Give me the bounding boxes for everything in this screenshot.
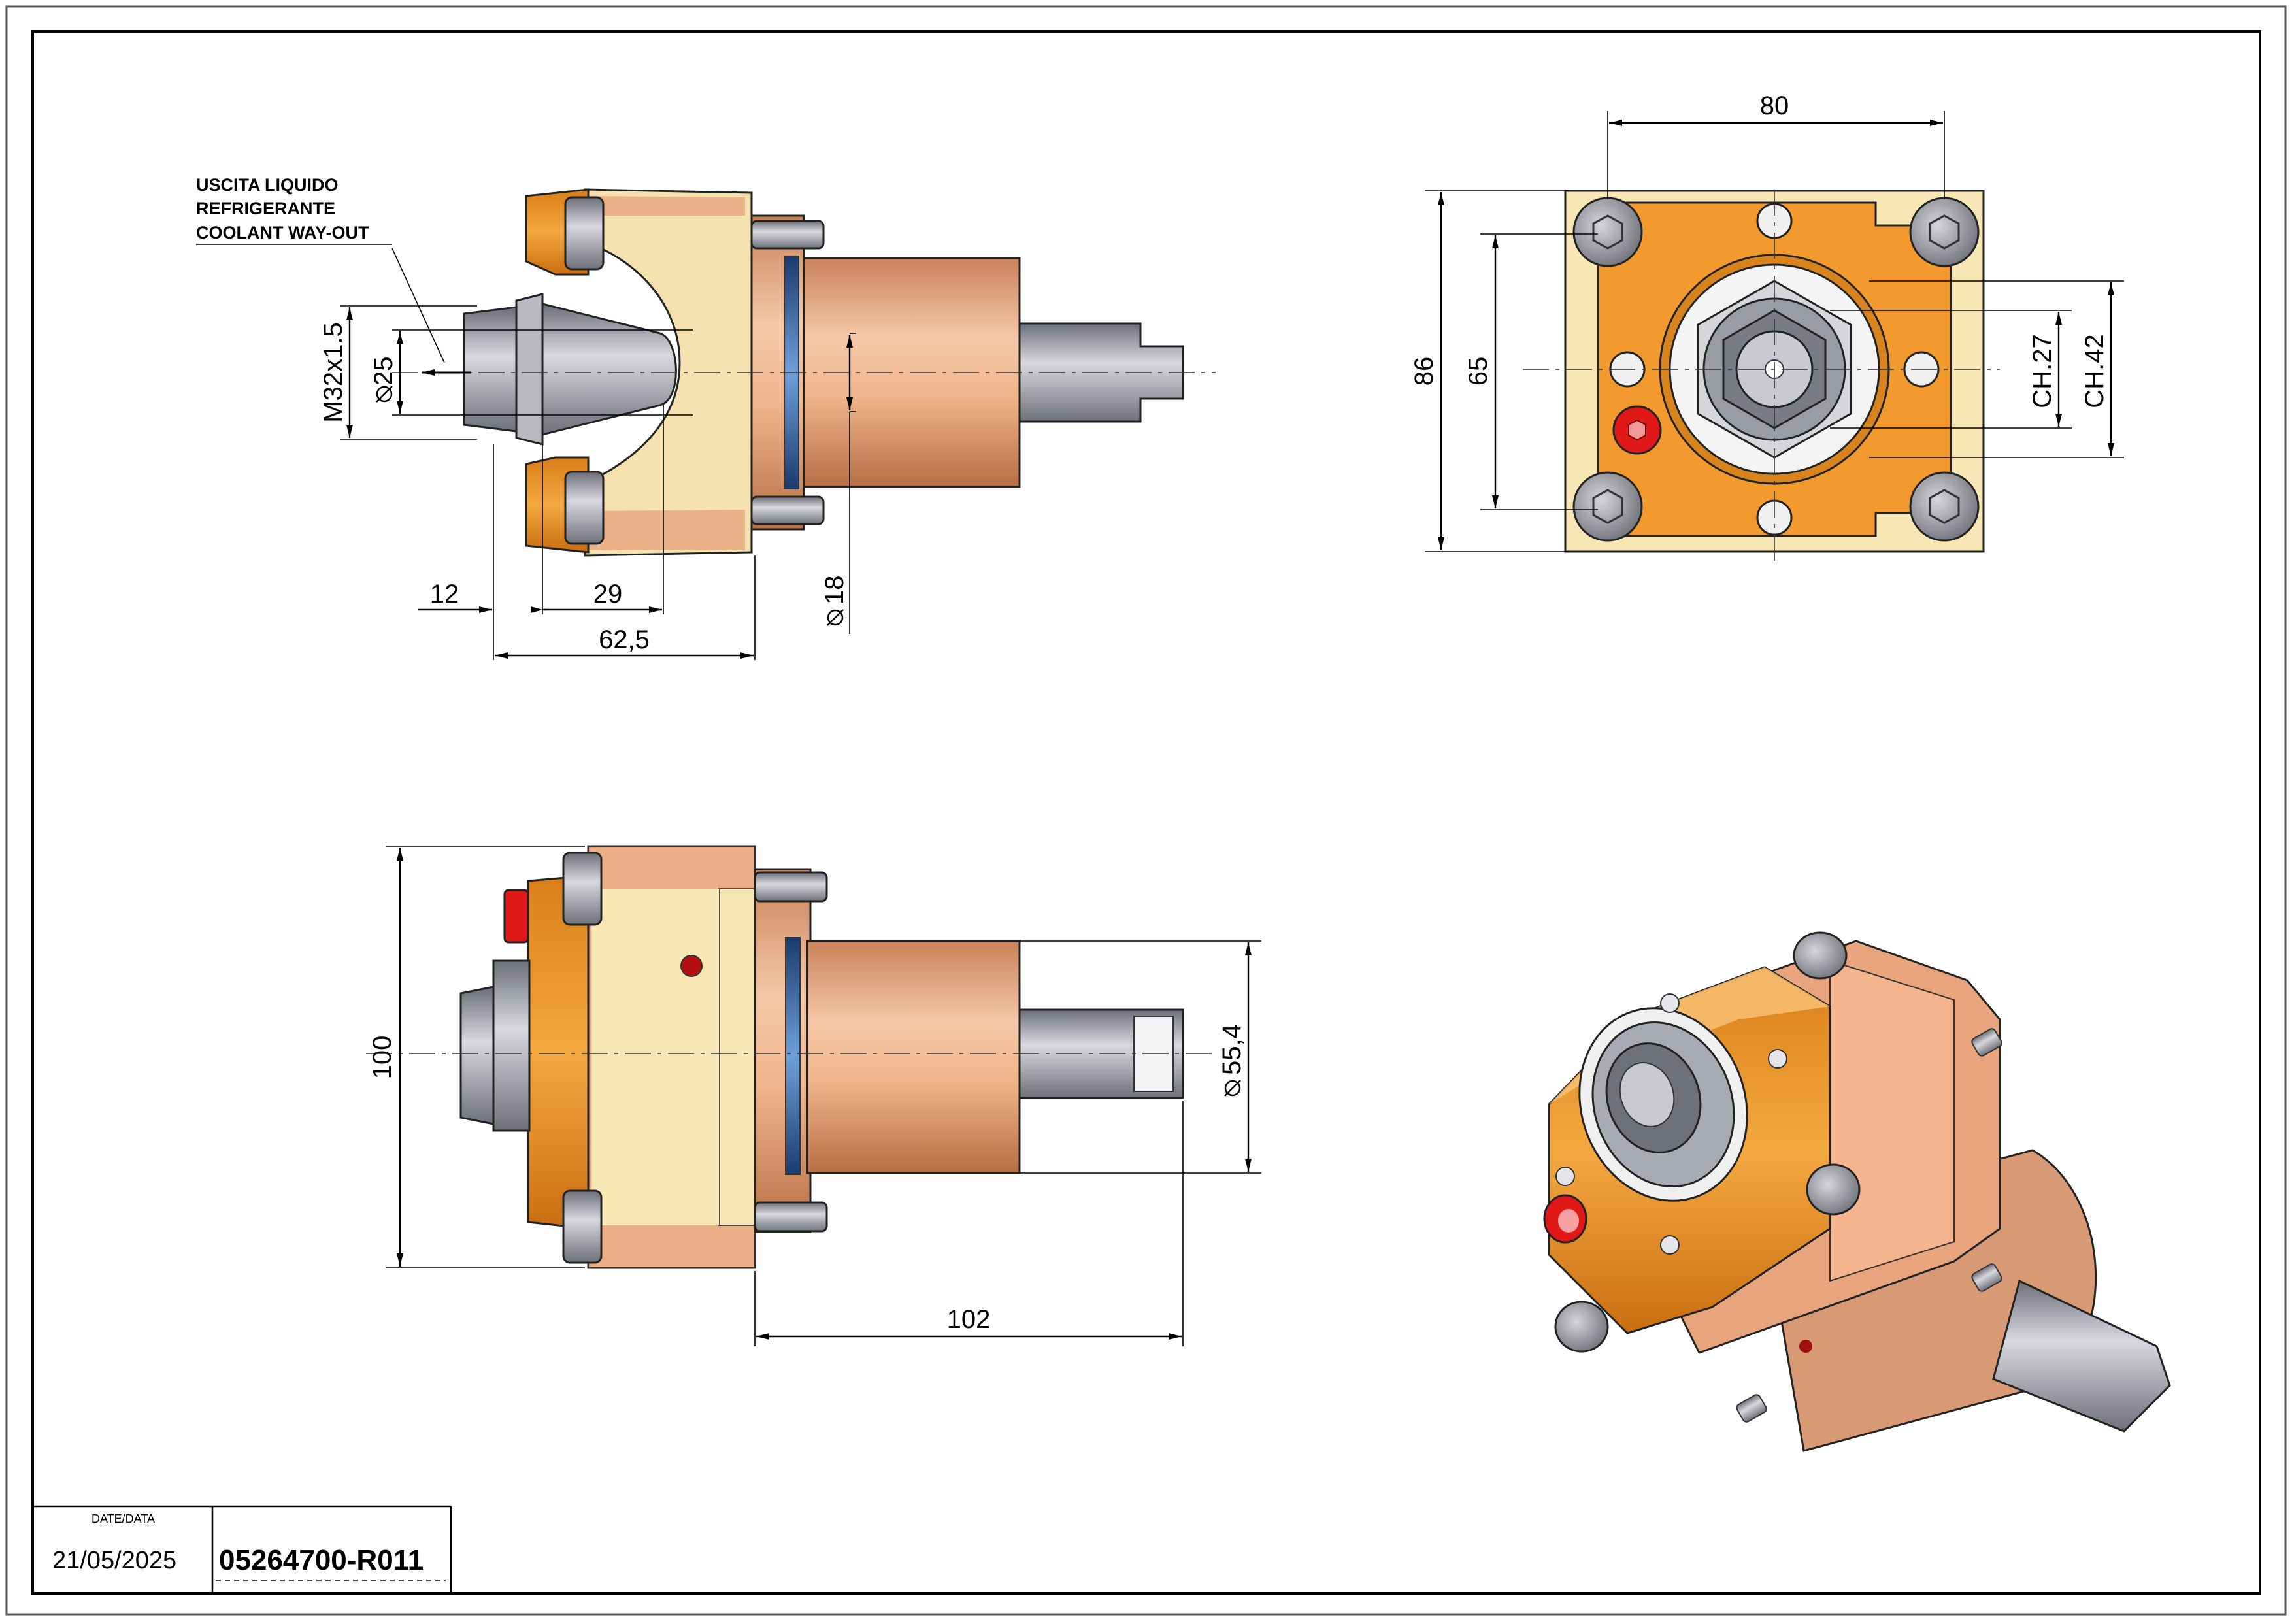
- collet-nut: [463, 306, 518, 433]
- side-nut: [492, 959, 531, 1132]
- dim-ch-27: CH.27: [2028, 334, 2057, 408]
- section-dimensions: M32x1.5 25 18 12 29 62,5: [319, 305, 856, 660]
- dim-dia-55: 55,4: [1218, 1024, 1246, 1075]
- side-housing-face: [591, 889, 719, 1225]
- dim-ch-42: CH.42: [2080, 334, 2109, 408]
- diameter-symbol: [376, 386, 393, 403]
- coolant-plug-side: [503, 889, 529, 944]
- dim-len-102: 102: [947, 1305, 991, 1334]
- iso-coolant-plug-hex: [1558, 1209, 1579, 1233]
- date-label: DATE/DATA: [91, 1512, 155, 1525]
- front-view: [1523, 190, 2000, 562]
- housing-top-face: [588, 196, 745, 216]
- iso-bolts: [1554, 931, 2002, 1423]
- dim-len-12: 12: [430, 580, 459, 608]
- side-flange: [527, 874, 590, 1230]
- dim-height-100: 100: [368, 1036, 397, 1080]
- bolt-head: [562, 1189, 603, 1264]
- dim-thread: M32x1.5: [319, 322, 348, 422]
- side-rear-flange: [754, 868, 812, 1233]
- bolt-head: [564, 196, 605, 271]
- isometric-view: [1543, 931, 2171, 1452]
- title-block: DATE/DATA 21/05/2025 05264700-R011: [33, 1505, 452, 1593]
- corner-bolts: [1572, 197, 1980, 542]
- collet-body: [515, 293, 544, 446]
- coolant-note-line2: REFRIGERANTE: [196, 199, 335, 218]
- side-dimensions: 100 55,4 102: [368, 846, 1261, 1346]
- dim-width-80: 80: [1760, 91, 1789, 120]
- dim-dia-18: 18: [820, 576, 849, 605]
- drawing-code: 05264700-R011: [219, 1544, 424, 1576]
- housing-bottom-face: [588, 510, 745, 550]
- stud: [750, 220, 825, 250]
- iso-shaft: [1992, 1279, 2171, 1433]
- dim-dia-25: 25: [369, 357, 398, 386]
- stud: [750, 495, 825, 525]
- bolt-head: [562, 852, 603, 926]
- stud: [754, 871, 828, 903]
- iso-small-screws: [1555, 993, 1787, 1255]
- date-value: 21/05/2025: [52, 1547, 176, 1574]
- iso-bore: [1619, 1062, 1675, 1127]
- diameter-symbol: [827, 609, 844, 626]
- dim-len-29: 29: [593, 580, 623, 608]
- bolt-head: [564, 471, 605, 545]
- outer-border: [5, 5, 2287, 1616]
- dim-height-86: 86: [1410, 357, 1438, 386]
- inner-border: [31, 30, 2261, 1595]
- stud: [754, 1201, 828, 1233]
- dim-len-62: 62,5: [599, 625, 650, 654]
- side-cylinder: [806, 940, 1021, 1174]
- iso-housing-side: [1829, 959, 1955, 1282]
- housing-body: [584, 188, 753, 557]
- side-view: [366, 845, 1216, 1269]
- o-ring: [785, 937, 801, 1175]
- side-hex: [459, 986, 495, 1125]
- diameter-symbol: [1224, 1080, 1241, 1097]
- iso-port: [1799, 1340, 1812, 1353]
- coolant-note-line1: USCITA LIQUIDO: [196, 175, 339, 195]
- front-dimensions: 80 86 65 CH.27 CH.42: [1410, 91, 2124, 552]
- dim-height-65: 65: [1464, 357, 1493, 386]
- oil-port: [680, 955, 703, 977]
- section-view: [391, 188, 1216, 557]
- coolant-note-line3: COOLANT WAY-OUT: [196, 223, 369, 242]
